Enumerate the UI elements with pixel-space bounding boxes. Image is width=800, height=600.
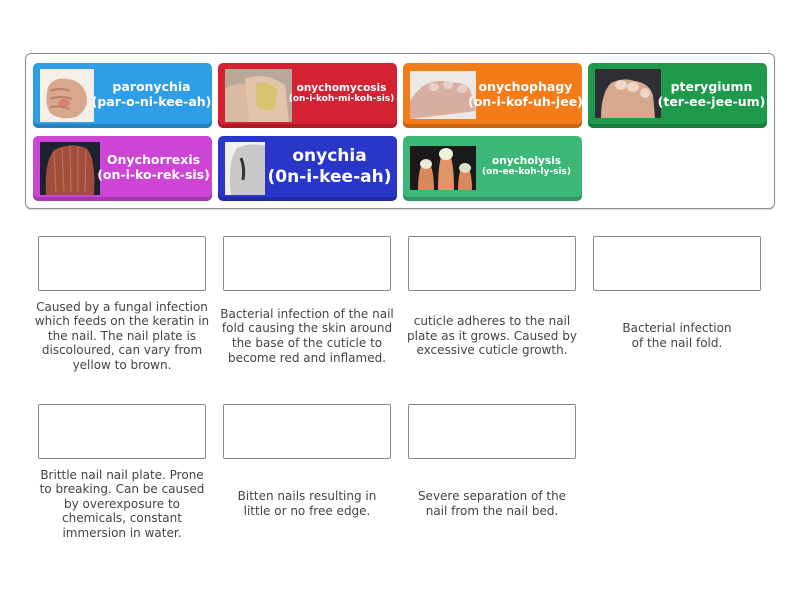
tile-term: pterygiumn: [670, 78, 753, 94]
tile-pronunciation: (0n-i-kee-ah): [267, 166, 392, 187]
fingertips-photo-icon: [595, 69, 661, 118]
drop-target-2[interactable]: [223, 236, 391, 291]
bitten-nails-photo-icon: [410, 71, 476, 119]
tile-term: paronychia: [112, 78, 191, 94]
tile-label: onychophagy (on-i-kof-uh-jee): [468, 63, 582, 124]
tile-term: onychomycosis: [296, 81, 387, 94]
tile-onychorrexis[interactable]: Onychorrexis (on-i-ko-rek-sis): [33, 136, 212, 201]
target-description: Bacterial infection of the nail fold cau…: [220, 306, 394, 365]
ridged-nail-photo-icon: [40, 142, 100, 195]
inflamed-nail-photo-icon: [225, 142, 265, 195]
tile-pronunciation: (on-i-kof-uh-jee): [468, 93, 582, 109]
tile-pronunciation: (on-i-ko-rek-sis): [97, 166, 210, 182]
drop-target-5[interactable]: [38, 404, 206, 459]
drop-target-3[interactable]: [408, 236, 576, 291]
drop-target-4[interactable]: [593, 236, 761, 291]
tile-label: onychia (0n-i-kee-ah): [266, 136, 393, 197]
tile-pronunciation: (par-o-ni-kee-ah): [91, 93, 212, 109]
toenail-photo-icon: [225, 69, 292, 122]
target-description: Bacterial infection of the nail fold.: [622, 321, 732, 350]
separated-nails-photo-icon: [410, 146, 476, 190]
tile-pterygiumn[interactable]: pterygiumn (ter-ee-jee-um): [588, 63, 767, 128]
drop-target-1[interactable]: [38, 236, 206, 291]
tile-pronunciation: (on-ee-koh-ly-sis): [481, 167, 572, 178]
tile-term: onycholysis: [492, 154, 561, 167]
drop-target-6[interactable]: [223, 404, 391, 459]
tile-onycholysis[interactable]: onycholysis (on-ee-koh-ly-sis): [403, 136, 582, 201]
tile-term: onychophagy: [478, 78, 573, 94]
tile-pronunciation: (ter-ee-jee-um): [657, 93, 766, 109]
tile-label: paronychia (par-o-ni-kee-ah): [92, 63, 212, 124]
tile-label: pterygiumn (ter-ee-jee-um): [657, 63, 766, 124]
drop-target-7[interactable]: [408, 404, 576, 459]
tile-onychomycosis[interactable]: onychomycosis (on-i-koh-mi-koh-sis): [218, 63, 397, 128]
tile-onychophagy[interactable]: onychophagy (on-i-kof-uh-jee): [403, 63, 582, 128]
target-description: cuticle adheres to the nail plate as it …: [407, 314, 577, 358]
target-description: Bitten nails resulting in little or no f…: [237, 489, 377, 518]
tile-label: onychomycosis (on-i-koh-mi-koh-sis): [288, 63, 395, 124]
tile-term: Onychorrexis: [106, 151, 201, 167]
tile-term: onychia: [292, 146, 367, 167]
target-description: Caused by a fungal infection which feeds…: [34, 299, 210, 372]
tile-onychia[interactable]: onychia (0n-i-kee-ah): [218, 136, 397, 201]
tile-label: Onychorrexis (on-i-ko-rek-sis): [97, 136, 210, 197]
tile-paronychia[interactable]: paronychia (par-o-ni-kee-ah): [33, 63, 212, 128]
target-description: Severe separation of the nail from the n…: [417, 489, 567, 518]
tile-label: onycholysis (on-ee-koh-ly-sis): [475, 136, 578, 197]
target-description: Brittle nail nail plate. Prone to breaki…: [39, 467, 205, 540]
hand-photo-icon: [40, 69, 94, 122]
tile-pronunciation: (on-i-koh-mi-koh-sis): [288, 94, 395, 105]
